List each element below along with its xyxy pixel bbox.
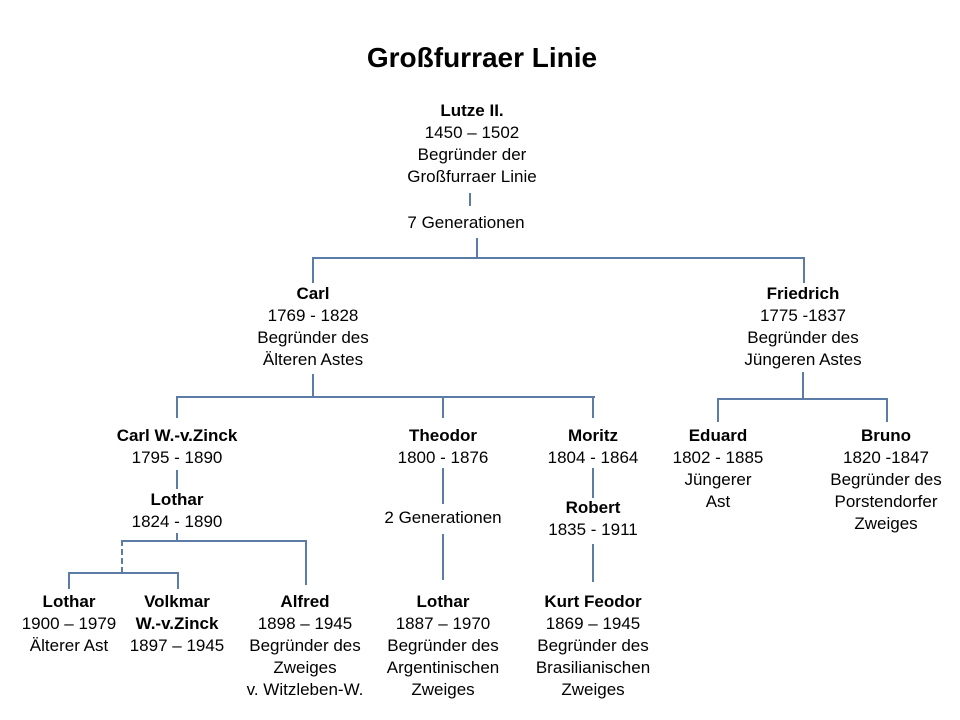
connector-moritz-robert	[592, 468, 594, 498]
person-name: Alfred	[280, 592, 330, 611]
person-name: Robert	[565, 498, 621, 517]
person-name: Lothar	[416, 592, 470, 611]
person-dates: 1824 - 1890	[131, 512, 223, 531]
person-name: Bruno	[860, 426, 912, 445]
person-dates: 1775 -1837	[759, 306, 847, 325]
generations-label-2: 2 Generationen	[384, 508, 502, 527]
connector-gen7-split	[476, 238, 478, 259]
person-desc: Großfurraer Linie	[407, 167, 537, 186]
node-alfred: Alfred 1898 – 1945 Begründer des Zweiges…	[247, 591, 364, 701]
person-name: Volkmar	[144, 592, 210, 611]
person-desc: Begründer des	[830, 470, 942, 489]
node-lothar-1824: Lothar 1824 - 1890	[132, 489, 223, 533]
node-moritz: Moritz 1804 - 1864	[548, 425, 639, 469]
diagram-title: Großfurraer Linie	[366, 42, 598, 73]
connector-drop-moritz	[592, 396, 594, 418]
connector-drop-eduard	[717, 398, 719, 422]
person-desc: Ast	[705, 492, 731, 511]
person-dates: 1820 -1847	[842, 448, 930, 467]
connector-drop-bruno	[886, 398, 888, 422]
person-desc: Begründer der	[417, 145, 527, 164]
person-name: Moritz	[567, 426, 619, 445]
person-dates: 1897 – 1945	[129, 636, 225, 655]
connector-friedrich-children	[717, 398, 888, 400]
person-name: Carl W.-v.Zinck	[116, 426, 238, 445]
node-robert: Robert 1835 - 1911	[548, 497, 637, 541]
person-desc: Zweiges	[561, 680, 625, 699]
connector-drop-lothar1900	[68, 572, 70, 589]
node-volkmar: Volkmar W.-v.Zinck 1897 – 1945	[130, 591, 225, 657]
connector-dashed-subgroup	[121, 540, 123, 573]
node-lothar-1900: Lothar 1900 – 1979 Älterer Ast	[22, 591, 117, 657]
connector-drop-carlwvz	[176, 396, 178, 418]
person-name: Theodor	[409, 426, 477, 445]
connector-carl-down	[312, 374, 314, 398]
person-desc: Begründer des	[537, 636, 649, 655]
connector-drop-alfred	[305, 540, 307, 585]
node-lothar-1887: Lothar 1887 – 1970 Begründer des Argenti…	[387, 591, 499, 701]
person-desc: Begründer des	[249, 636, 361, 655]
node-theodor: Theodor 1800 - 1876	[398, 425, 489, 469]
person-name: Carl	[296, 284, 330, 303]
connector-lothar1824-down	[176, 533, 178, 542]
connector-lutze-gen7	[469, 193, 471, 206]
connector-gen2-lothar1887	[442, 534, 444, 580]
person-dates: 1802 - 1885	[672, 448, 764, 467]
person-dates: 1795 - 1890	[131, 448, 223, 467]
connector-lothar1824-children	[121, 540, 307, 542]
person-desc: Zweiges	[273, 658, 337, 677]
person-name: Kurt Feodor	[544, 592, 642, 611]
connector-carl-children	[176, 396, 595, 398]
connector-subgroup-children	[68, 572, 179, 574]
person-dates: 1898 – 1945	[257, 614, 353, 633]
node-friedrich: Friedrich 1775 -1837 Begründer des Jünge…	[744, 283, 861, 371]
person-dates: 1869 – 1945	[545, 614, 641, 633]
person-name: Eduard	[688, 426, 748, 445]
connector-friedrich-down	[802, 372, 804, 400]
connector-drop-carl	[312, 257, 314, 283]
person-desc: Zweiges	[411, 680, 475, 699]
node-lutze: Lutze II. 1450 – 1502 Begründer der Groß…	[407, 100, 536, 188]
node-carl: Carl 1769 - 1828 Begründer des Älteren A…	[257, 283, 369, 371]
connector-drop-volkmar	[177, 572, 179, 589]
node-bruno: Bruno 1820 -1847 Begründer des Porstendo…	[830, 425, 942, 535]
person-desc: Jüngerer	[684, 470, 752, 489]
person-desc: Porstendorfer	[834, 492, 938, 511]
person-desc: Begründer des	[387, 636, 499, 655]
person-desc: Argentinischen	[386, 658, 500, 677]
person-name: Friedrich	[766, 284, 840, 303]
person-desc: v. Witzleben-W.	[246, 680, 364, 699]
node-eduard: Eduard 1802 - 1885 Jüngerer Ast	[673, 425, 764, 513]
person-name: Lutze II.	[440, 101, 504, 120]
connector-drop-friedrich	[803, 257, 805, 283]
connector-robert-kurt	[592, 544, 594, 582]
connector-theodor-gen2	[442, 468, 444, 504]
connector-split-carl-friedrich	[312, 257, 805, 259]
person-desc: Begründer des	[747, 328, 859, 347]
person-dates: 1887 – 1970	[395, 614, 491, 633]
person-dates: 1450 – 1502	[424, 123, 520, 142]
person-dates: 1769 - 1828	[267, 306, 359, 325]
node-carl-wvz: Carl W.-v.Zinck 1795 - 1890	[117, 425, 238, 469]
person-name-line2: W.-v.Zinck	[135, 614, 219, 633]
connector-drop-theodor	[442, 396, 444, 418]
person-dates: 1835 - 1911	[548, 520, 638, 539]
person-desc: Älterer Ast	[29, 636, 109, 655]
person-desc: Zweiges	[854, 514, 918, 533]
person-name: Lothar	[150, 490, 204, 509]
person-dates: 1804 - 1864	[547, 448, 639, 467]
person-desc: Älteren Astes	[262, 350, 364, 369]
connector-carlwvz-lothar	[176, 470, 178, 489]
person-desc: Begründer des	[257, 328, 369, 347]
person-desc: Jüngeren Astes	[744, 350, 862, 369]
node-kurt-feodor: Kurt Feodor 1869 – 1945 Begründer des Br…	[536, 591, 650, 701]
person-desc: Brasilianischen	[535, 658, 651, 677]
person-dates: 1800 - 1876	[397, 448, 489, 467]
generations-label-7: 7 Generationen	[407, 213, 525, 232]
person-dates: 1900 – 1979	[21, 614, 117, 633]
person-name: Lothar	[42, 592, 96, 611]
